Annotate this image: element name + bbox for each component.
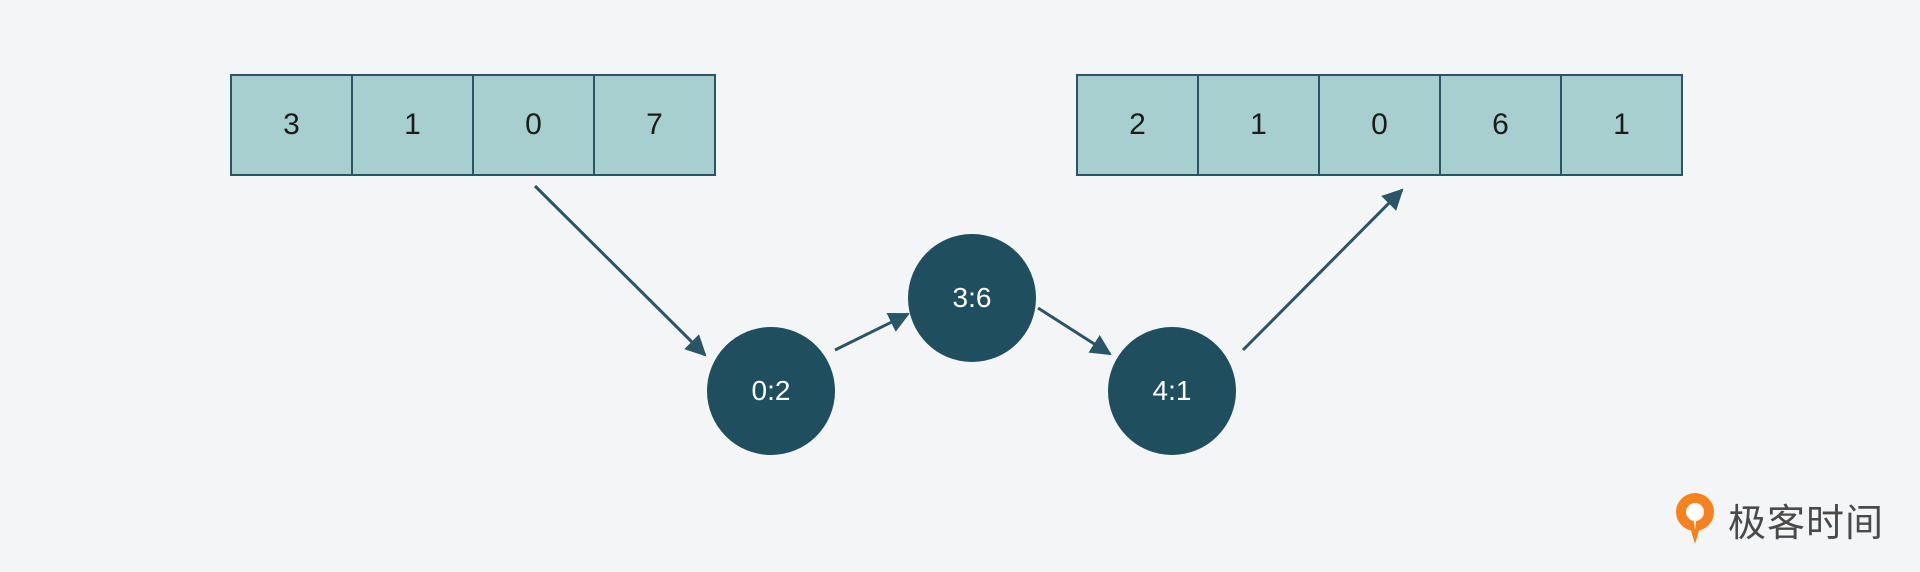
source-array: 3 1 0 7 bbox=[230, 74, 716, 176]
node-4-1: 4:1 bbox=[1108, 327, 1236, 455]
arrow-node-0-2-to-node-3-6 bbox=[834, 312, 910, 352]
target-array-cell: 2 bbox=[1078, 76, 1199, 174]
target-array-cell: 0 bbox=[1320, 76, 1441, 174]
source-array-cell: 3 bbox=[232, 76, 353, 174]
source-array-cell: 0 bbox=[474, 76, 595, 174]
logo: 极客时间 bbox=[1672, 490, 1884, 548]
target-array-cell: 1 bbox=[1562, 76, 1683, 174]
target-array-cell: 6 bbox=[1441, 76, 1562, 174]
node-0-2: 0:2 bbox=[707, 327, 835, 455]
target-array-cell: 1 bbox=[1199, 76, 1320, 174]
arrow-node-3-6-to-node-4-1 bbox=[1037, 306, 1112, 356]
logo-text: 极客时间 bbox=[1728, 500, 1885, 545]
node-3-6: 3:6 bbox=[908, 234, 1036, 362]
source-array-cell: 7 bbox=[595, 76, 716, 174]
geektime-logo-icon bbox=[1676, 493, 1714, 544]
arrow-array-to-node-0-2 bbox=[533, 184, 707, 357]
source-array-cell: 1 bbox=[353, 76, 474, 174]
target-array: 2 1 0 6 1 bbox=[1076, 74, 1683, 176]
arrow-node-4-1-to-array bbox=[1241, 188, 1404, 352]
